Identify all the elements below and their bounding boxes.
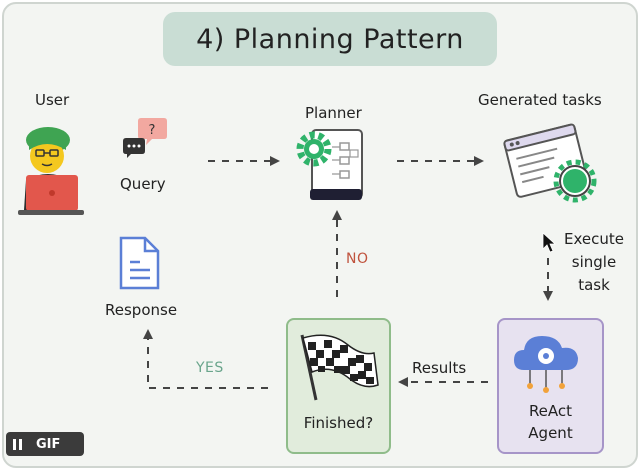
gif-label: GIF <box>36 436 61 452</box>
response-document-icon <box>119 236 160 290</box>
no-label: NO <box>346 251 369 267</box>
mouse-cursor-icon <box>542 232 557 253</box>
checkered-flag-icon <box>300 334 379 401</box>
query-label: Query <box>120 175 166 193</box>
results-label: Results <box>412 359 467 377</box>
gif-player-control[interactable]: GIF <box>6 432 84 456</box>
planner-label: Planner <box>305 104 362 122</box>
execute-line-1: Execute <box>564 230 624 248</box>
arrow-finished-to-response <box>143 329 268 389</box>
react-agent-label: ReAct Agent <box>499 400 602 444</box>
user-icon <box>18 127 84 215</box>
react-agent-line-2: Agent <box>528 424 573 442</box>
execute-single-task-label: Execute single task <box>558 228 630 297</box>
finished-label: Finished? <box>303 414 374 432</box>
execute-line-3: task <box>578 276 610 294</box>
react-agent-line-1: ReAct <box>528 402 573 420</box>
green-gear-icon <box>553 159 597 203</box>
diagram-title: 4) Planning Pattern <box>163 12 497 66</box>
query-bubbles-icon: ? <box>123 118 167 158</box>
response-label: Response <box>105 301 178 319</box>
generated-tasks-label: Generated tasks <box>478 91 602 109</box>
pause-icon[interactable] <box>6 432 28 456</box>
execute-line-2: single <box>571 253 617 271</box>
yes-label: YES <box>196 360 224 376</box>
planner-document-icon <box>310 129 363 200</box>
gear-icon <box>296 131 332 167</box>
cloud-robot-icon <box>514 336 578 393</box>
user-label: User <box>35 91 70 109</box>
query-question-mark: ? <box>149 123 156 138</box>
